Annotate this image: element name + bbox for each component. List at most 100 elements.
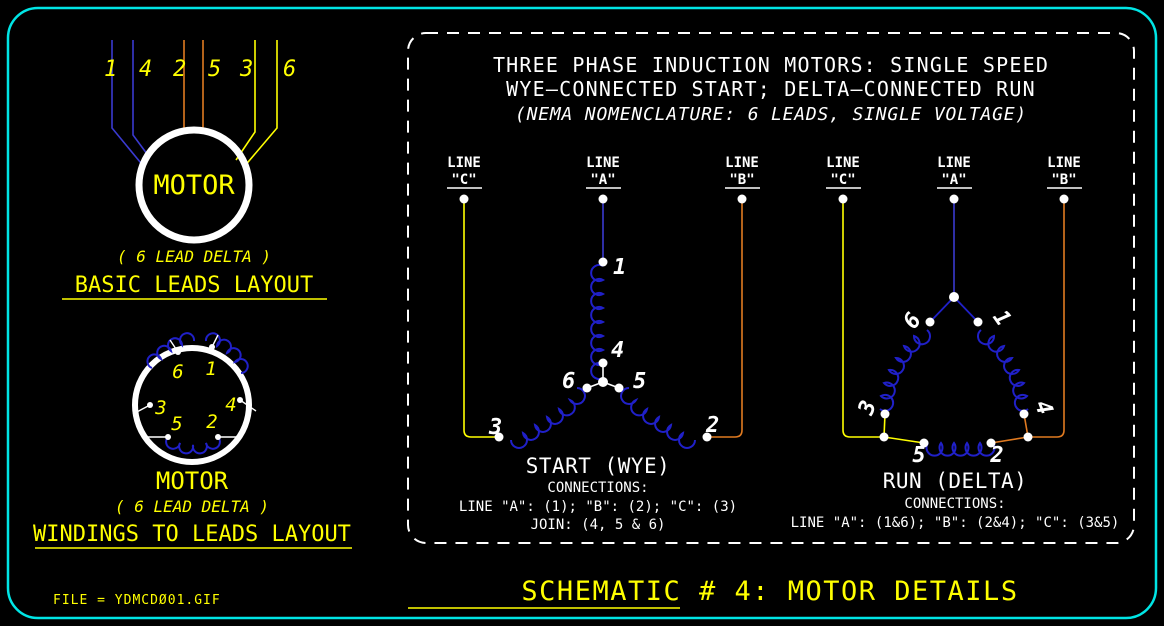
wye-line-a-phase: "A" <box>590 172 615 188</box>
delta-apex-spoke-1 <box>953 296 979 323</box>
wye-terminal-6 <box>582 383 592 393</box>
wye-coil-1-4 <box>590 264 606 380</box>
wye-source-terminal-a <box>598 194 608 204</box>
winding-coil-5 <box>165 436 221 455</box>
delta-terminal-1 <box>973 317 983 327</box>
wye-line-b-name: LINE <box>725 155 759 171</box>
wye-diagram: LINE "C" LINE "A" LINE "B" <box>447 155 760 533</box>
motor-circle-windings <box>132 345 252 465</box>
windings-layout-diagram: 6 1 3 4 5 2 MOTOR ( 6 LEAD DELTA ) WINDI… <box>33 332 352 549</box>
delta-apex-spoke-6 <box>929 296 955 323</box>
wye-line-c-name: LINE <box>447 155 481 171</box>
lead-wire-1 <box>111 40 146 169</box>
winding-lead-3 <box>132 404 151 415</box>
wye-coil-6-3 <box>510 387 586 449</box>
delta-line-a-name: LINE <box>937 155 971 171</box>
heading-line-2: WYE—CONNECTED START; DELTA—CONNECTED RUN <box>506 77 1036 101</box>
winding-terminal-2 <box>215 434 221 440</box>
basic-leads-subtitle: ( 6 LEAD DELTA ) <box>117 247 271 266</box>
delta-jumper-2 <box>990 436 1029 444</box>
delta-coil-5-2 <box>925 441 996 457</box>
winding-label-3: 3 <box>154 397 166 419</box>
winding-terminal-3 <box>147 402 153 408</box>
delta-line-c-name: LINE <box>826 155 860 171</box>
wye-label-4: 4 <box>611 338 624 363</box>
delta-source-terminal-a <box>949 194 959 204</box>
wye-terminal-4 <box>598 358 608 368</box>
delta-label-2: 2 <box>989 443 1003 468</box>
wye-label-6: 6 <box>562 369 575 394</box>
delta-terminal-3 <box>880 409 890 419</box>
wye-line-b-wire <box>709 199 743 438</box>
wye-terminal-1 <box>598 257 608 267</box>
wye-terminal-3 <box>494 432 504 442</box>
lead-label-3: 3 <box>239 57 253 82</box>
motor-label-windings: MOTOR <box>156 467 229 495</box>
delta-line-b-phase: "B" <box>1051 172 1076 188</box>
bottom-title: SCHEMATIC # 4: MOTOR DETAILS <box>521 576 1018 607</box>
delta-connections-line: LINE "A": (1&6); "B": (2&4); "C": (3&5) <box>791 515 1120 531</box>
winding-coil-6 <box>146 332 196 369</box>
delta-line-c-wire <box>842 199 884 438</box>
winding-terminal-4 <box>237 397 243 403</box>
delta-terminal-5 <box>919 438 929 448</box>
delta-junction-b <box>1023 432 1033 442</box>
winding-label-1: 1 <box>205 358 216 380</box>
winding-terminal-1 <box>209 344 215 350</box>
wye-connections-line: LINE "A": (1); "B": (2); "C": (3) <box>459 499 737 515</box>
delta-jumper-5 <box>883 436 925 444</box>
wye-label-2: 2 <box>705 413 719 438</box>
delta-line-a-phase: "A" <box>941 172 966 188</box>
lead-wire-3 <box>235 40 256 161</box>
windings-subtitle: ( 6 LEAD DELTA ) <box>115 497 269 516</box>
delta-line-b-wire <box>1028 199 1065 438</box>
wye-label-1: 1 <box>613 255 626 280</box>
wye-label-3: 3 <box>488 415 502 440</box>
wye-label-5: 5 <box>633 369 646 394</box>
wye-coil-5-2 <box>620 387 696 449</box>
motor-label-basic: MOTOR <box>153 170 235 201</box>
wye-neutral-node <box>598 377 608 387</box>
winding-label-6: 6 <box>172 361 183 383</box>
lead-label-6: 6 <box>283 57 296 82</box>
winding-terminal-5 <box>165 434 171 440</box>
delta-label-6: 6 <box>899 309 927 334</box>
delta-coil-6-3 <box>879 329 931 412</box>
delta-coil-1-4 <box>977 329 1029 412</box>
delta-diagram: LINE "C" LINE "A" LINE "B" <box>791 155 1120 531</box>
delta-connections-label: CONNECTIONS: <box>904 496 1005 512</box>
windings-title: WINDINGS TO LEADS LAYOUT <box>33 522 351 547</box>
heading-line-3: (NEMA NOMENCLATURE: 6 LEADS, SINGLE VOLT… <box>515 104 1027 125</box>
wye-connections-label: CONNECTIONS: <box>547 480 648 496</box>
winding-label-2: 2 <box>206 411 217 433</box>
basic-leads-diagram: 1 4 2 5 3 6 MOTOR ( 6 LEAD DELTA ) BASIC… <box>62 40 327 300</box>
lead-wire-6 <box>242 40 278 169</box>
delta-source-terminal-c <box>838 194 848 204</box>
basic-leads-title: BASIC LEADS LAYOUT <box>75 273 313 298</box>
lead-label-4: 4 <box>139 57 152 82</box>
heading-line-1: THREE PHASE INDUCTION MOTORS: SINGLE SPE… <box>493 53 1049 77</box>
outer-border <box>6 6 1158 620</box>
delta-terminal-2 <box>986 438 996 448</box>
delta-junction-c <box>879 432 889 442</box>
delta-terminal-6 <box>925 317 935 327</box>
delta-title: RUN (DELTA) <box>883 469 1028 493</box>
lead-label-5: 5 <box>208 57 221 82</box>
wye-terminal-2 <box>702 432 712 442</box>
motor-circle-basic <box>135 126 253 244</box>
delta-label-4: 4 <box>1029 397 1057 418</box>
winding-label-4: 4 <box>225 394 236 416</box>
delta-line-c-phase: "C" <box>830 172 855 188</box>
wye-title: START (WYE) <box>526 454 671 478</box>
winding-coil-1 <box>204 332 249 374</box>
wye-line-c-wire <box>463 199 497 438</box>
wye-terminal-5 <box>614 383 624 393</box>
delta-terminal-4 <box>1019 409 1029 419</box>
delta-line-b-name: LINE <box>1047 155 1081 171</box>
right-panel-border <box>407 32 1135 544</box>
winding-label-5: 5 <box>171 413 182 435</box>
winding-terminal-6 <box>175 349 181 355</box>
winding-lead-4 <box>239 399 257 412</box>
wye-source-terminal-b <box>737 194 747 204</box>
